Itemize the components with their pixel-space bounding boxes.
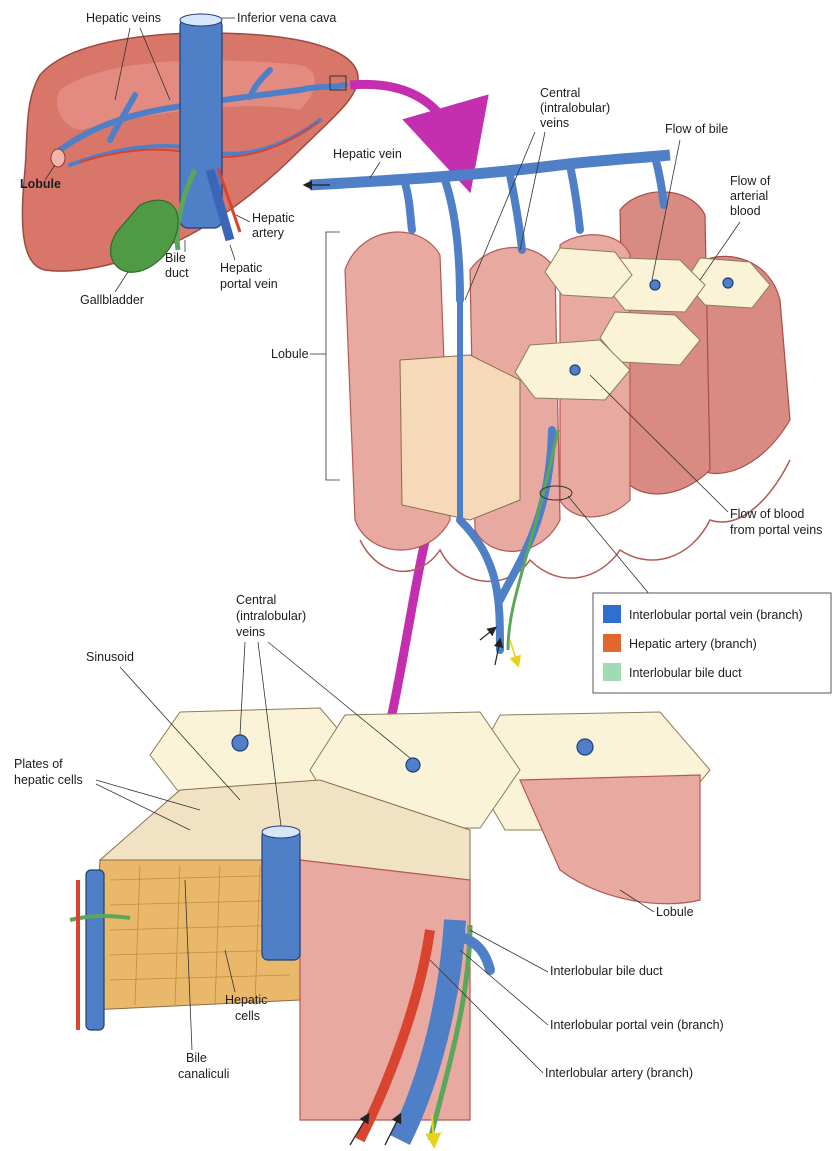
legend-label-0: Interlobular portal vein (branch) [629,608,803,622]
arrow-out-bile [510,640,518,665]
legend-label-2: Interlobular bile duct [629,666,742,680]
cutaway-central-vein [262,830,300,960]
magenta-arrow-top [350,84,458,150]
legend: Interlobular portal vein (branch) Hepatic… [593,593,831,693]
lobule-marker [51,149,65,167]
label-gallbladder: Gallbladder [80,293,144,307]
label-hepatic-veins: Hepatic veins [86,11,161,25]
central-vein-drop-1 [405,183,412,230]
label-interlobular-bile-duct: Interlobular bile duct [550,964,663,978]
cutaway-central-vein-top [262,826,300,838]
arrow-in-1 [480,628,495,640]
leader-interlobular-portal-vein [460,950,548,1025]
label-bile-duct-l1: Bile [165,251,186,265]
label-flow-arterial-l3: blood [730,204,761,218]
label-flow-portal-l2: from portal veins [730,523,822,537]
left-portal-vein [86,870,104,1030]
label-bile-canaliculi-l2: canaliculi [178,1067,229,1081]
inferior-vena-cava-opening [180,14,222,26]
leader-hepatic-portal-vein [230,245,235,260]
label-lobule-liver: Lobule [20,177,61,191]
label-interlobular-portal-vein: Interlobular portal vein (branch) [550,1018,724,1032]
cutaway-wall-right [520,775,700,904]
label-hepatic-cells-l1: Hepatic [225,993,267,1007]
label-central-veins-top-l2: (intralobular) [540,101,610,115]
liver-overview [22,14,358,272]
label-plates-l1: Plates of [14,757,63,771]
label-lobule-mid: Lobule [271,347,309,361]
label-flow-portal-l1: Flow of blood [730,507,804,521]
label-central-veins-top-l1: Central [540,86,580,100]
central-vein-hex-mid [650,280,660,290]
cutaway-central-vein-right [577,739,593,755]
label-central-veins-top-l3: veins [540,116,569,130]
central-vein-drop-4 [570,165,580,230]
label-central-veins-bottom-l3: veins [236,625,265,639]
label-flow-arterial-l2: arterial [730,189,768,203]
label-hepatic-vein: Hepatic vein [333,147,402,161]
cutaway-central-vein-left [232,735,248,751]
legend-label-1: Hepatic artery (branch) [629,637,757,651]
label-flow-of-bile: Flow of bile [665,122,728,136]
label-bile-duct-l2: duct [165,266,189,280]
lobule-block [305,155,790,665]
legend-swatch-0 [603,605,621,623]
label-hepatic-portal-vein-l2: portal vein [220,277,278,291]
label-bile-canaliculi-l1: Bile [186,1051,207,1065]
label-flow-arterial-l1: Flow of [730,174,771,188]
label-central-veins-bottom-l1: Central [236,593,276,607]
leader-hepatic-artery [236,215,250,222]
label-interlobular-artery: Interlobular artery (branch) [545,1066,693,1080]
label-lobule-bottom: Lobule [656,905,694,919]
leader-gallbladder [115,272,128,292]
label-hepatic-artery-l1: Hepatic [252,211,294,225]
legend-swatch-2 [603,663,621,681]
label-plates-l2: hepatic cells [14,773,83,787]
label-hepatic-portal-vein-l1: Hepatic [220,261,262,275]
label-sinusoid: Sinusoid [86,650,134,664]
central-vein-drop-2 [445,180,460,300]
label-hepatic-artery-l2: artery [252,226,285,240]
label-hepatic-cells-l2: cells [235,1009,260,1023]
cutaway-central-vein-mid [406,758,420,772]
label-central-veins-bottom-l2: (intralobular) [236,609,306,623]
label-inferior-vena-cava: Inferior vena cava [237,11,336,25]
central-vein-hex-right [723,278,733,288]
central-vein-hex-front [570,365,580,375]
legend-swatch-1 [603,634,621,652]
lobule-bracket [326,232,340,480]
central-vein-drop-3 [510,175,522,250]
